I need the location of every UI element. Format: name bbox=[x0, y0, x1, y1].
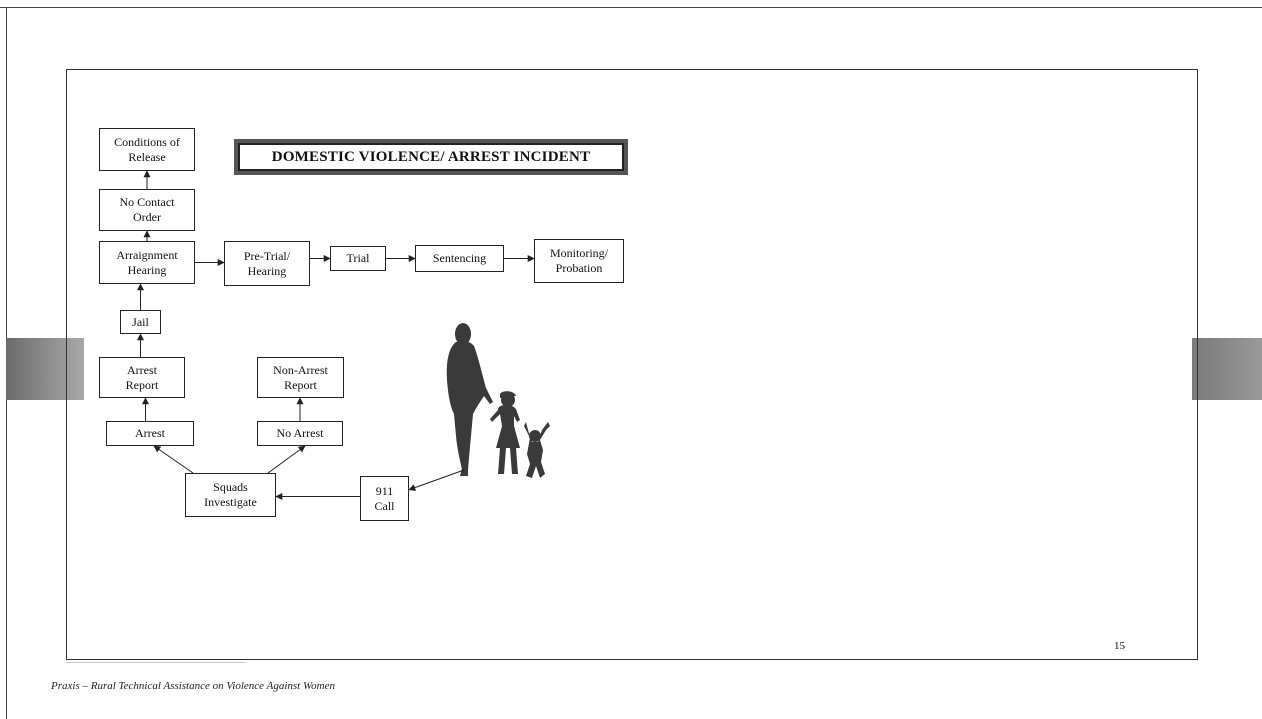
node-squads-investigate: Squads Investigate bbox=[185, 473, 276, 517]
right-side-tab bbox=[1192, 338, 1262, 400]
node-non-arrest-report: Non-Arrest Report bbox=[257, 357, 344, 398]
node-sentencing: Sentencing bbox=[415, 245, 504, 272]
node-911-call: 911 Call bbox=[360, 476, 409, 521]
node-trial: Trial bbox=[330, 246, 386, 271]
footer-text: Praxis – Rural Technical Assistance on V… bbox=[51, 680, 335, 692]
node-no-contact-order: No Contact Order bbox=[99, 189, 195, 231]
node-arrest: Arrest bbox=[106, 421, 194, 446]
page-number: 15 bbox=[1114, 640, 1125, 652]
footer-rule bbox=[66, 662, 246, 663]
node-pre-trial-hearing: Pre-Trial/ Hearing bbox=[224, 241, 310, 286]
woman-and-children-silhouette-icon bbox=[446, 323, 550, 478]
node-arraignment-hearing: Arraignment Hearing bbox=[99, 241, 195, 284]
node-jail: Jail bbox=[120, 310, 161, 334]
diagram-title: DOMESTIC VIOLENCE/ ARREST INCIDENT bbox=[234, 139, 628, 175]
slide-frame bbox=[66, 69, 1198, 660]
left-side-tab bbox=[6, 338, 84, 400]
node-monitoring-probation: Monitoring/ Probation bbox=[534, 239, 624, 283]
page-border-top bbox=[0, 7, 1262, 8]
node-conditions-of-release: Conditions of Release bbox=[99, 128, 195, 171]
node-arrest-report: Arrest Report bbox=[99, 357, 185, 398]
node-no-arrest: No Arrest bbox=[257, 421, 343, 446]
